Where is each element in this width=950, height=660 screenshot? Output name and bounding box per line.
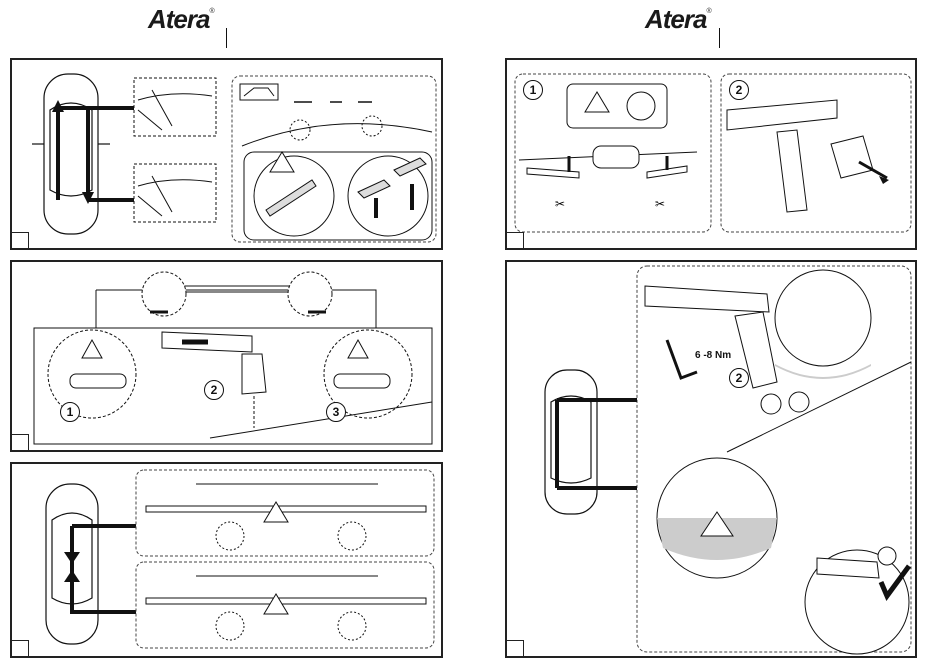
car-side-view-icon [240, 84, 278, 100]
step-number-box [12, 640, 29, 656]
car-placement-illustration [12, 60, 443, 250]
step-number-box [12, 434, 29, 450]
foot-adjust-illustration [12, 262, 443, 452]
step-number-1: 1 [60, 402, 80, 422]
step-number-3: 3 [326, 402, 346, 422]
logo-divider [719, 28, 720, 48]
logo-divider [226, 28, 227, 48]
left-page: Atera® [0, 0, 475, 660]
step-number-2: 2 [204, 380, 224, 400]
step-panel-car-placement [10, 58, 443, 250]
step-number-2: 2 [729, 368, 749, 388]
right-page: Atera® ✂ ✂ 1 2 [475, 0, 950, 660]
step-panel-foot-adjust: 1 2 3 [10, 260, 443, 452]
car-top-view-icon [32, 74, 110, 234]
end-caps-illustration: ✂ ✂ [507, 60, 917, 250]
step-number-1: 1 [523, 80, 543, 100]
scissors-icon: ✂ [655, 197, 665, 211]
step-panel-bar-position [10, 462, 443, 658]
step-number-box [507, 232, 524, 248]
step-panel-end-caps: ✂ ✂ 1 2 [505, 58, 917, 250]
torque-label: 6 -8 Nm [695, 350, 731, 361]
step-number-box [507, 640, 524, 656]
step-number-box [12, 232, 29, 248]
brand-logo: Atera® [645, 4, 711, 35]
warning-triangle-icon [585, 92, 609, 112]
step-number-2: 2 [729, 80, 749, 100]
brand-logo: Atera® [148, 4, 214, 35]
scissors-icon: ✂ [555, 197, 565, 211]
hex-key-icon [667, 340, 697, 378]
car-top-view-icon [545, 370, 597, 514]
step-panel-mounting: 6 -8 Nm 2 [505, 260, 917, 658]
bar-position-illustration [12, 464, 443, 658]
mounting-illustration [507, 262, 917, 658]
